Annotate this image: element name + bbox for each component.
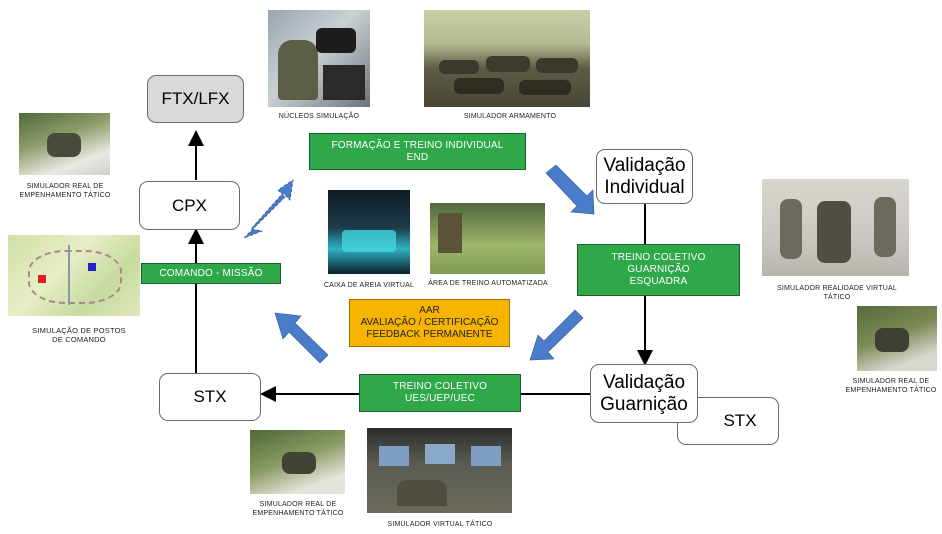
blue-arrow-to-individual <box>545 164 595 215</box>
caption-nucleos: NÚCLEOS SIMULAÇÃO <box>278 113 360 120</box>
box-comando-label: COMANDO - MISSÃO <box>159 267 263 279</box>
photo-simulador-virtual-tatico <box>367 428 512 513</box>
node-validacao-guarnicao-l2: Guarnição <box>600 393 688 415</box>
box-treino-coletivo-guarnicao: TREINO COLETIVO GUARNIÇÃO ESQUADRA <box>577 244 740 296</box>
box-formacao-l1: FORMAÇÃO E TREINO INDIVIDUAL <box>331 139 504 151</box>
caption-real-bottom-l2: EMPENHAMENTO TÁTICO <box>252 510 344 517</box>
node-ftx-lfx-label: FTX/LFX <box>161 89 230 108</box>
caption-armamento: SIMULADOR ARMAMENTO <box>463 113 557 120</box>
node-stx-right-label: STX <box>723 411 757 430</box>
box-formacao-l2: END <box>406 151 429 163</box>
caption-real-bottom: SIMULADOR REAL DE EMPENHAMENTO TÁTICO <box>242 500 354 518</box>
caption-realidade-l2: TÁTICO <box>823 294 851 301</box>
box-formacao-treino-individual: FORMAÇÃO E TREINO INDIVIDUAL END <box>309 133 526 170</box>
node-ftx-lfx: FTX/LFX <box>147 75 244 123</box>
caption-real-top-left: SIMULADOR REAL DE EMPENHAMENTO TÁTICO <box>10 182 120 200</box>
photo-simulador-armamento <box>424 10 590 107</box>
node-validacao-individual-l1: Validação <box>603 154 686 176</box>
photo-simulador-real-top-left <box>19 113 110 175</box>
node-cpx: CPX <box>139 181 240 230</box>
caption-area: ÁREA DE TREINO AUTOMATIZADA <box>428 280 548 287</box>
node-validacao-individual: Validação Individual <box>596 149 693 204</box>
photo-nucleos-simulacao <box>268 10 370 107</box>
caption-real-right-l1: SIMULADOR REAL DE <box>852 378 930 385</box>
box-comando-missao: COMANDO - MISSÃO <box>141 263 281 284</box>
photo-simulacao-postos-comando <box>8 235 140 316</box>
blue-dashed-arrow <box>243 179 294 239</box>
node-cpx-label: CPX <box>172 195 207 215</box>
node-validacao-individual-l2: Individual <box>604 176 685 198</box>
caption-virtual-tatico: SIMULADOR VIRTUAL TÁTICO <box>387 521 493 528</box>
box-treino-right-l3: ESQUADRA <box>629 276 688 287</box>
node-validacao-guarnicao-l1: Validação <box>602 371 686 393</box>
photo-simulador-realidade-virtual <box>762 179 909 276</box>
node-stx-left-label: STX <box>193 387 227 406</box>
node-validacao-guarnicao: Validação Guarnição <box>590 364 698 423</box>
photo-area-treino-automatizada <box>430 203 545 274</box>
box-aar-l2: AVALIAÇÃO / CERTIFICAÇÃO <box>360 317 499 328</box>
photo-caixa-areia-virtual <box>328 190 410 274</box>
caption-postos-l1: SIMULAÇÃO DE POSTOS <box>32 326 126 335</box>
box-aar-l3: FEEDBACK PERMANENTE <box>366 329 493 340</box>
caption-realidade-virtual: SIMULADOR REALIDADE VIRTUAL TÁTICO <box>762 284 912 302</box>
caption-realidade-l1: SIMULADOR REALIDADE VIRTUAL <box>776 285 898 292</box>
caption-real-right: SIMULADOR REAL DE EMPENHAMENTO TÁTICO <box>842 377 940 395</box>
caption-real-top-left-l2: EMPENHAMENTO TÁTICO <box>19 192 111 199</box>
caption-real-top-left-l1: SIMULADOR REAL DE <box>26 183 104 190</box>
caption-postos-l2: DE COMANDO <box>52 335 106 344</box>
box-aar: AAR AVALIAÇÃO / CERTIFICAÇÃO FEEDBACK PE… <box>349 299 510 347</box>
photo-simulador-real-right <box>857 306 937 371</box>
caption-caixa: CAIXA DE AREIA VIRTUAL <box>323 282 415 289</box>
box-aar-l1: AAR <box>419 305 440 316</box>
blue-arrow-to-aar <box>529 309 584 361</box>
box-treino-bottom-l1: TREINO COLETIVO <box>392 381 488 392</box>
caption-postos: SIMULAÇÃO DE POSTOS DE COMANDO <box>14 326 144 344</box>
photo-simulador-real-bottom <box>250 430 345 494</box>
caption-real-right-l2: EMPENHAMENTO TÁTICO <box>845 387 937 394</box>
caption-real-bottom-l1: SIMULADOR REAL DE <box>259 501 337 508</box>
box-treino-coletivo-ues: TREINO COLETIVO UES/UEP/UEC <box>359 374 521 412</box>
blue-arrow-to-comando <box>274 312 329 364</box>
box-treino-right-l1: TREINO COLETIVO <box>611 252 706 263</box>
node-stx-left: STX <box>159 373 261 421</box>
box-treino-bottom-l2: UES/UEP/UEC <box>405 393 475 404</box>
box-treino-right-l2: GUARNIÇÃO <box>627 264 690 275</box>
